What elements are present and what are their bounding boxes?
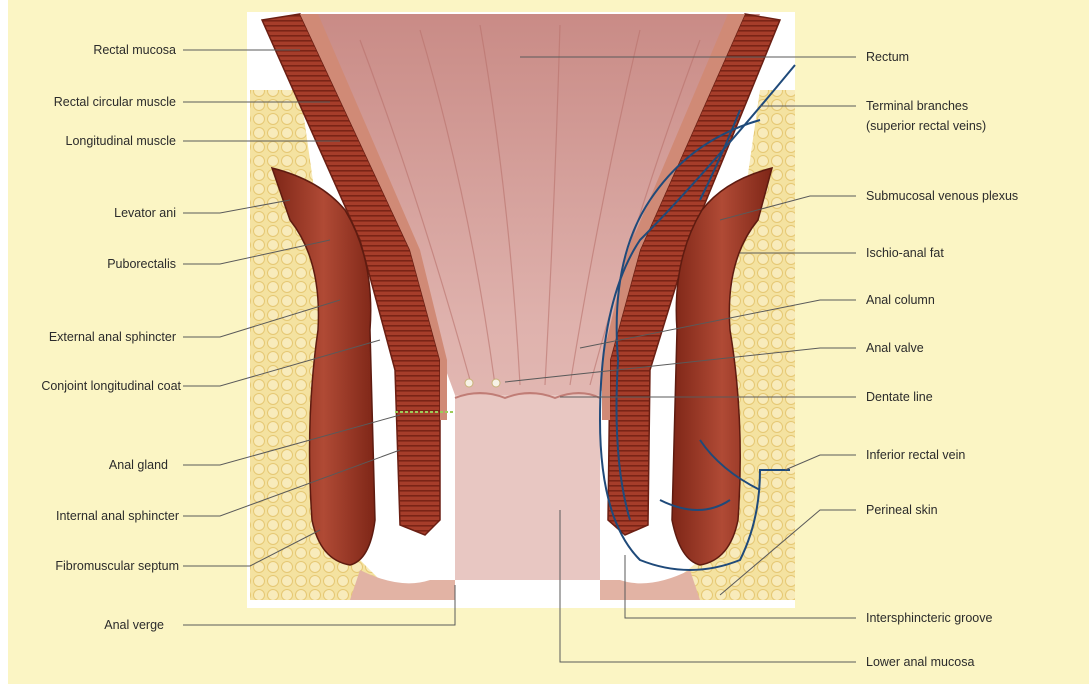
label-anal-gland: Anal gland [109, 457, 168, 473]
label-lower-anal-mucosa: Lower anal mucosa [866, 654, 974, 670]
label-anal-verge: Anal verge [104, 617, 164, 633]
label-terminal-branches: Terminal branches [866, 98, 968, 114]
label-external-anal-sphincter: External anal sphincter [49, 329, 176, 345]
label-rectal-mucosa: Rectal mucosa [93, 42, 176, 58]
label-fibromuscular-septum: Fibromuscular septum [55, 558, 179, 574]
label-ischio-anal-fat: Ischio-anal fat [866, 245, 944, 261]
label-levator-ani: Levator ani [114, 205, 176, 221]
label-dentate-line: Dentate line [866, 389, 933, 405]
label-rectal-circular-muscle: Rectal circular muscle [54, 94, 176, 110]
label-internal-anal-sphincter: Internal anal sphincter [56, 508, 179, 524]
label-conjoint-longitudinal-coat: Conjoint longitudinal coat [41, 378, 181, 394]
label-intersphincteric-groove: Intersphincteric groove [866, 610, 992, 626]
label-rectum: Rectum [866, 49, 909, 65]
label-longitudinal-muscle: Longitudinal muscle [66, 133, 177, 149]
label-anal-valve: Anal valve [866, 340, 924, 356]
label-perineal-skin: Perineal skin [866, 502, 938, 518]
label-puborectalis: Puborectalis [107, 256, 176, 272]
label-superior-rectal-veins: (superior rectal veins) [866, 118, 986, 134]
label-inferior-rectal-vein: Inferior rectal vein [866, 447, 965, 463]
label-submucosal-venous-plexus: Submucosal venous plexus [866, 188, 1018, 204]
lower-anal-mucosa [455, 395, 600, 580]
label-anal-column: Anal column [866, 292, 935, 308]
